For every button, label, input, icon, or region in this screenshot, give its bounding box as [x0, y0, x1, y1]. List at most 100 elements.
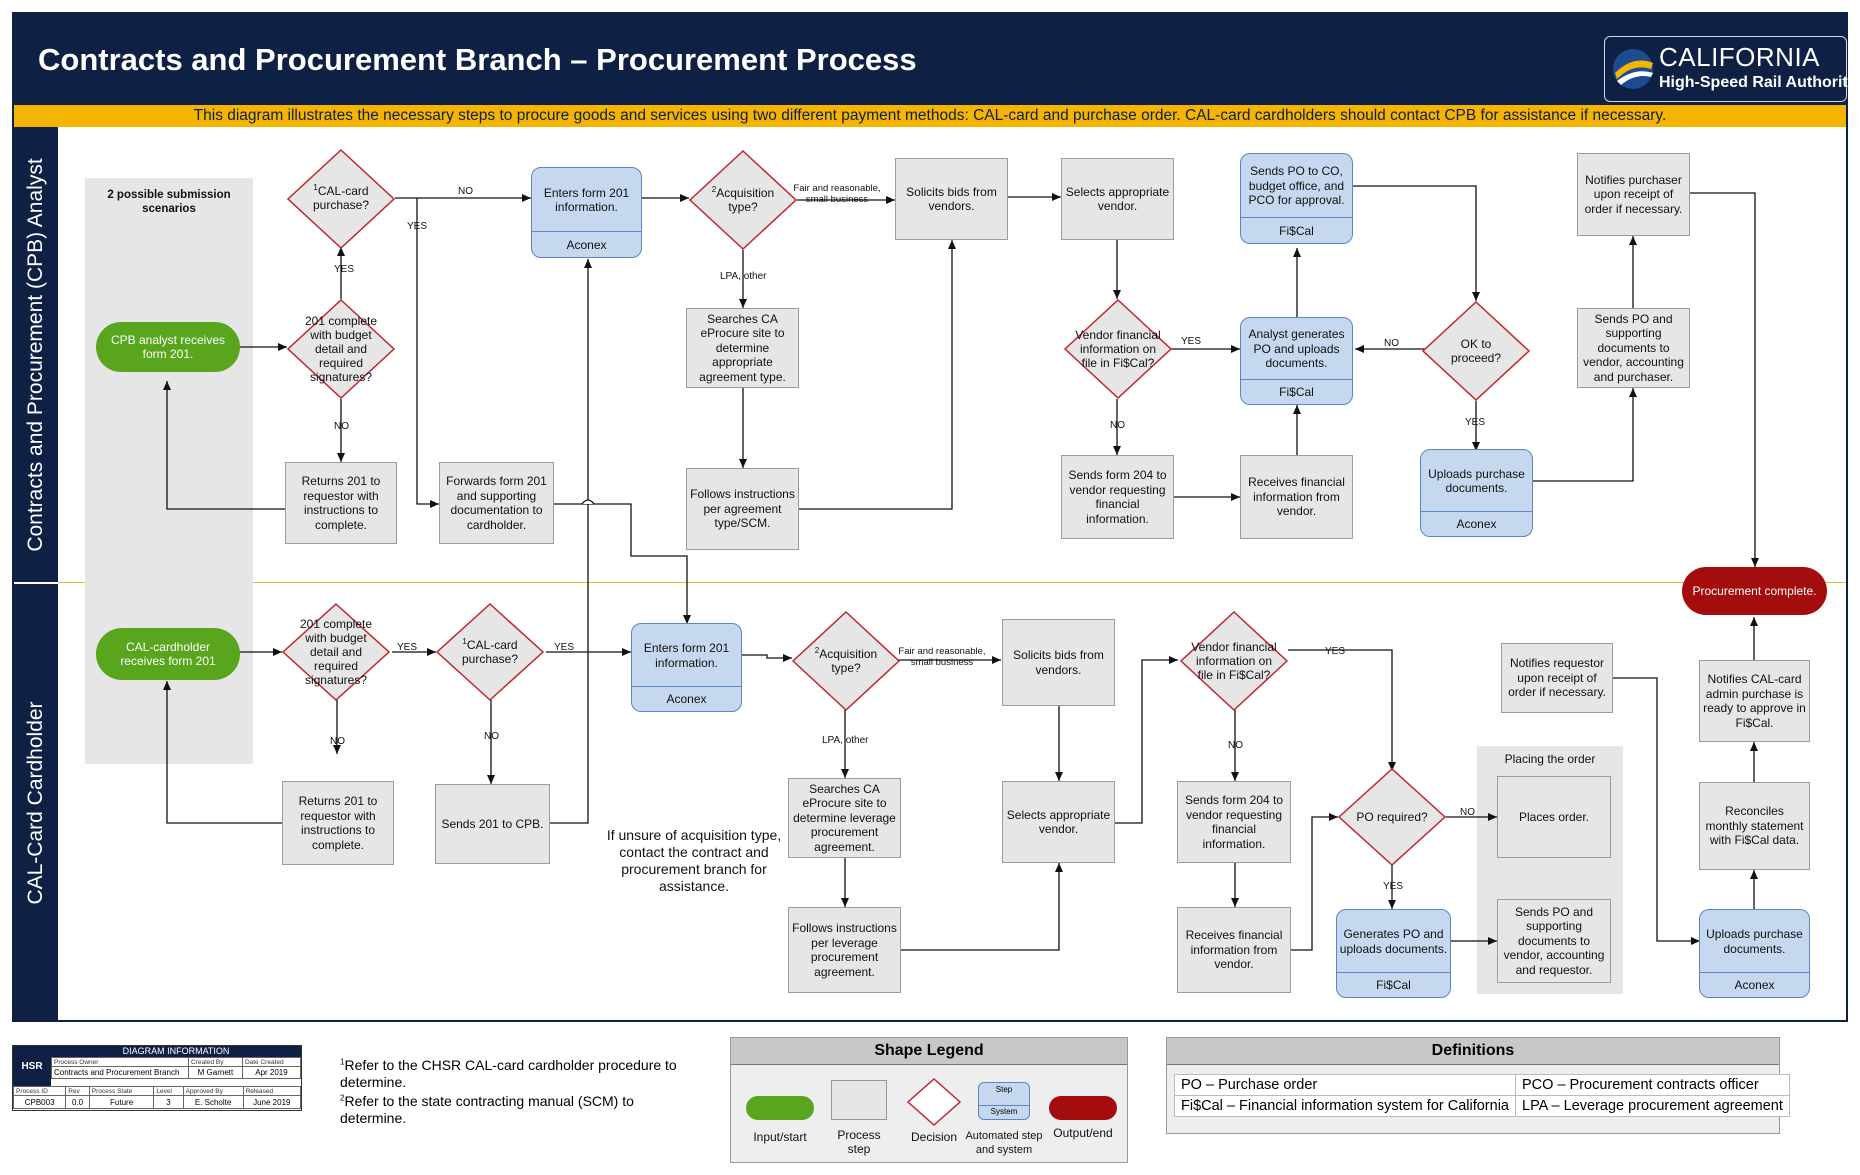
- places-order[interactable]: Places order.: [1497, 776, 1611, 858]
- returns-201-cardholder[interactable]: Returns 201 to requestor with instructio…: [282, 781, 394, 865]
- notifies-requestor[interactable]: Notifies requestor upon receipt of order…: [1501, 643, 1613, 713]
- cardholder-receives-start[interactable]: CAL-cardholder receives form 201: [96, 628, 240, 680]
- process-owner-value: Contracts and Procurement Branch: [51, 1066, 189, 1079]
- label-lpa-other: LPA, other: [720, 271, 767, 282]
- selects-vendor-cardholder[interactable]: Selects appropriate vendor.: [1002, 781, 1115, 863]
- reconciles-monthly-statement[interactable]: Reconciles monthly statement with Fi$Cal…: [1699, 782, 1810, 870]
- receives-financial-info-cpb[interactable]: Receives financial information from vend…: [1240, 455, 1353, 539]
- page-title: Contracts and Procurement Branch – Procu…: [38, 42, 917, 77]
- label-yes: YES: [1465, 417, 1486, 428]
- decision-acquisition-cpb[interactable]: [689, 150, 797, 250]
- created-by-value: M Garnett: [188, 1066, 243, 1079]
- solicits-bids-cardholder[interactable]: Solicits bids from vendors.: [1002, 619, 1115, 706]
- notifies-purchaser[interactable]: Notifies purchaser upon receipt of order…: [1577, 153, 1690, 236]
- footnote-1: 1Refer to the CHSR CAL-card cardholder p…: [340, 1057, 677, 1090]
- process-id-value: CPB003: [12, 1095, 67, 1109]
- edge-a-uploads-to-sendspo2: [1533, 388, 1637, 482]
- decision-201-complete-cardholder-label: 201 complete with budget detail and requ…: [299, 617, 373, 687]
- follows-instructions-cardholder[interactable]: Follows instructions per leverage procur…: [788, 907, 901, 993]
- receives-financial-info-cardholder[interactable]: Receives financial information from vend…: [1177, 907, 1291, 993]
- sends-201-to-cpb[interactable]: Sends 201 to CPB.: [435, 784, 550, 864]
- placing-order-label: Placing the order: [1504, 752, 1596, 766]
- searches-ca-eprocure-cpb[interactable]: Searches CA eProcure site to determine a…: [686, 308, 799, 388]
- label-lpa-other: LPA, other: [822, 735, 869, 746]
- legend-decision-label: Decision: [910, 1130, 958, 1144]
- uploads-purchase-docs-cpb[interactable]: Uploads purchase documents. Aconex: [1420, 449, 1533, 537]
- definitions-row: PO – Purchase order PCO – Procurement co…: [1174, 1074, 1790, 1096]
- fiscal-system-label: Fi$Cal: [1337, 972, 1450, 997]
- date-created-value: Apr 2019: [241, 1066, 302, 1079]
- decision-vendor-info-cpb[interactable]: [1064, 299, 1172, 399]
- decision-calcard-cardholder[interactable]: [436, 603, 544, 701]
- logo-wordmark: CALIFORNIA: [1659, 42, 1821, 72]
- released-value: June 2019: [242, 1095, 302, 1109]
- decision-acquisition-cardholder-label: 2Acquisition type?: [814, 646, 878, 676]
- enters-form-201-cardholder[interactable]: Enters form 201 information. Aconex: [631, 623, 742, 712]
- enters-form-201-cpb[interactable]: Enters form 201 information. Aconex: [531, 167, 642, 258]
- decision-calcard-cpb[interactable]: [287, 149, 395, 249]
- generates-po-cardholder[interactable]: Generates PO and uploads documents. Fi$C…: [1336, 909, 1451, 998]
- cpb-analyst-receives-start[interactable]: CPB analyst receives form 201.: [96, 322, 240, 372]
- level-value: 3: [153, 1095, 184, 1109]
- procurement-complete-end[interactable]: Procurement complete.: [1682, 567, 1827, 615]
- label-yes: YES: [554, 642, 575, 653]
- diagram-info-row1: Process Owner Created By Date Created Co…: [51, 1057, 302, 1079]
- uploads-purchase-docs-cardholder[interactable]: Uploads purchase documents. Aconex: [1699, 909, 1810, 998]
- label-no: NO: [1228, 740, 1243, 751]
- decision-acquisition-cardholder[interactable]: [792, 611, 900, 711]
- sends-po-for-approval[interactable]: Sends PO to CO, budget office, and PCO f…: [1240, 153, 1353, 244]
- footnote-2-text: Refer to the state contracting manual (S…: [340, 1093, 634, 1126]
- decision-201-complete-cardholder[interactable]: [282, 603, 390, 701]
- decision-vendor-info-cpb-label: Vendor financial information on file in …: [1075, 328, 1161, 370]
- notifies-calcard-admin[interactable]: Notifies CAL-card admin purchase is read…: [1699, 660, 1810, 742]
- uploads-purchase-docs-cardholder-label: Uploads purchase documents.: [1706, 927, 1803, 956]
- decision-201-complete-cpb[interactable]: [287, 299, 395, 399]
- label-yes: YES: [1181, 336, 1202, 347]
- label-no: NO: [484, 731, 499, 742]
- legend-input-start-label: Input/start: [753, 1130, 807, 1144]
- selects-vendor-cpb[interactable]: Selects appropriate vendor.: [1061, 158, 1174, 240]
- aconex-system-label: Aconex: [1421, 511, 1532, 536]
- aconex-system-label: Aconex: [632, 686, 741, 711]
- decision-po-required-label: PO required?: [1356, 810, 1428, 824]
- solicits-bids-cpb[interactable]: Solicits bids from vendors.: [895, 158, 1008, 240]
- diagram-info-heading: DIAGRAM INFORMATION: [51, 1046, 301, 1057]
- decision-vendor-info-cardholder-label: Vendor financial information on file in …: [1191, 640, 1277, 682]
- edge-b-dvendor-yes: [1288, 649, 1396, 771]
- definitions-table: PO – Purchase order PCO – Procurement co…: [1174, 1074, 1790, 1117]
- shape-legend-title: Shape Legend: [731, 1038, 1127, 1065]
- legend-step-label: Step: [995, 1085, 1013, 1094]
- sends-form-204-cpb[interactable]: Sends form 204 to vendor requesting fina…: [1061, 455, 1174, 539]
- analyst-generates-po[interactable]: Analyst generates PO and uploads documen…: [1240, 317, 1353, 405]
- decision-201-complete-cpb-label: 201 complete with budget detail and requ…: [304, 314, 378, 384]
- sends-po-supporting-docs-cardholder[interactable]: Sends PO and supporting documents to ven…: [1497, 899, 1611, 983]
- decision-acquisition-cpb-label: 2Acquisition type?: [711, 185, 775, 215]
- aconex-system-label: Aconex: [532, 231, 641, 257]
- edge-a-notifies-to-end: [1690, 192, 1759, 567]
- legend-automated-shape: Step System: [978, 1082, 1030, 1120]
- note-unsure-acquisition: If unsure of acquisition type, contact t…: [606, 827, 782, 894]
- process-state-label: Process State: [88, 1086, 155, 1096]
- footnote-2: 2Refer to the state contracting manual (…: [340, 1093, 634, 1126]
- label-yes: YES: [1325, 646, 1346, 657]
- forwards-form-201[interactable]: Forwards form 201 and supporting documen…: [439, 462, 554, 544]
- decision-ok-to-proceed[interactable]: [1422, 301, 1530, 401]
- edge-a-sendspo-to-dok: [1352, 185, 1480, 301]
- label-fair-reasonable: Fair and reasonable, small business: [898, 646, 986, 668]
- definition-cell: LPA – Leverage procurement agreement: [1515, 1095, 1790, 1117]
- decision-po-required[interactable]: [1338, 768, 1446, 866]
- returns-201-cpb[interactable]: Returns 201 to requestor with instructio…: [285, 462, 397, 544]
- released-label: Released: [242, 1086, 302, 1096]
- hsr-logo: CALIFORNIA High-Speed Rail Authority: [1604, 36, 1857, 102]
- lane-label-cardholder: CAL-Card Cardholder: [14, 584, 58, 1022]
- sends-po-supporting-docs-cpb[interactable]: Sends PO and supporting documents to ven…: [1577, 308, 1690, 388]
- edge-a-forwards-to-cardholder: [554, 503, 691, 624]
- edge-b-returns-to-start: [163, 681, 282, 824]
- decision-vendor-info-cardholder[interactable]: [1180, 611, 1288, 711]
- decision-calcard-cpb-label: 1CAL-card purchase?: [312, 183, 370, 213]
- follows-instructions-cpb[interactable]: Follows instructions per agreement type/…: [686, 468, 799, 550]
- process-state-value: Future: [88, 1095, 155, 1109]
- sends-form-204-cardholder[interactable]: Sends form 204 to vendor requesting fina…: [1177, 781, 1291, 863]
- searches-ca-eprocure-cardholder[interactable]: Searches CA eProcure site to determine l…: [788, 778, 901, 858]
